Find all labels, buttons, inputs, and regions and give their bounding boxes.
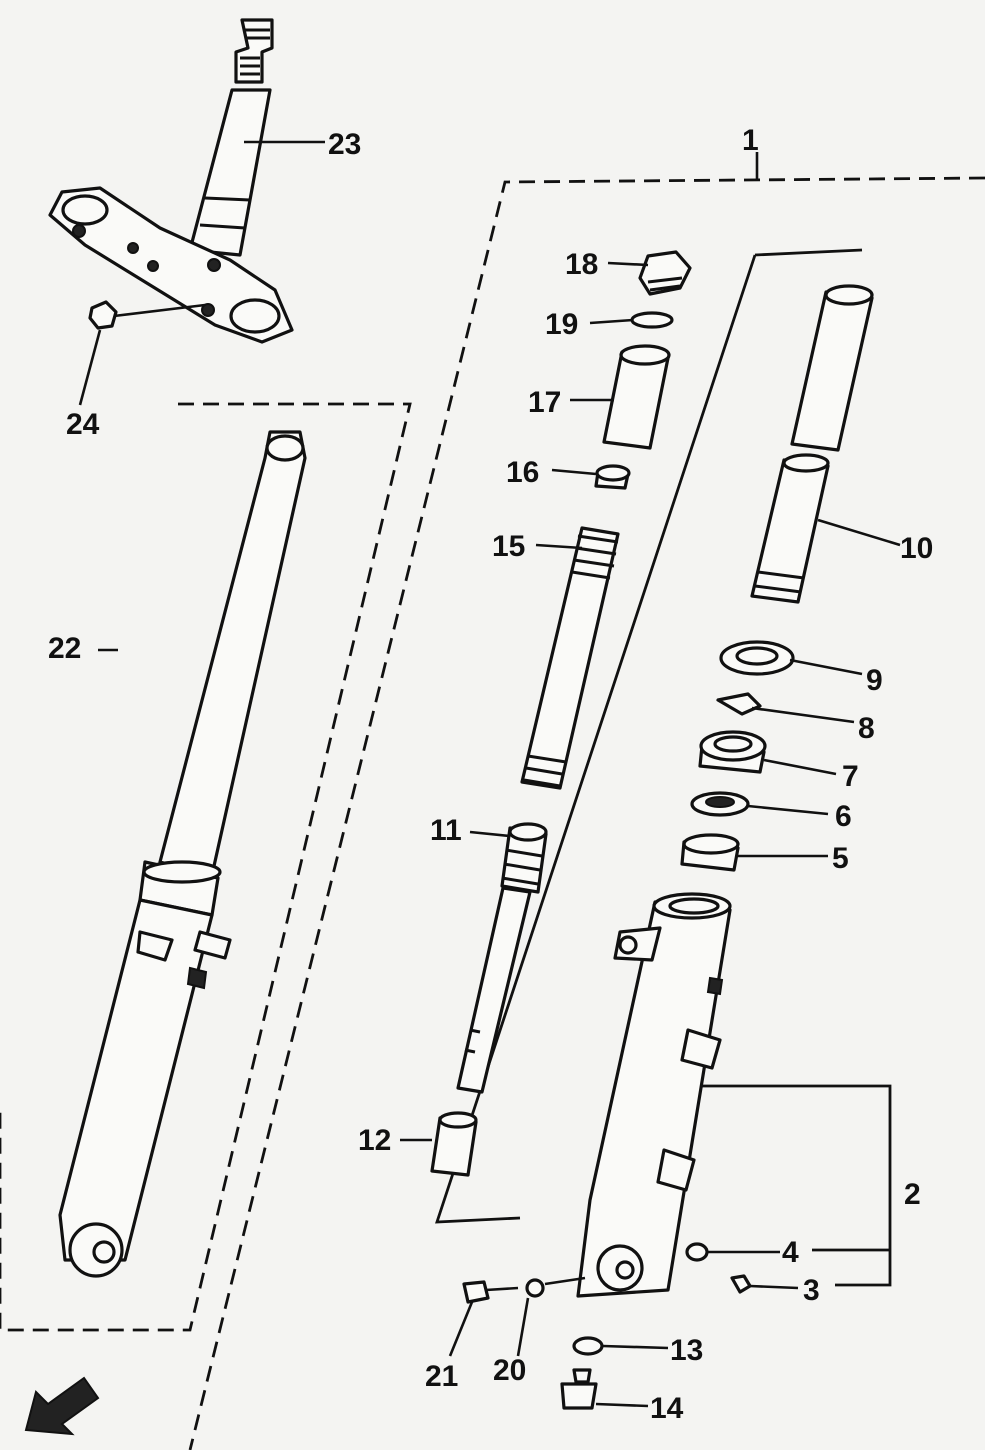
- dust-seal: [719, 640, 795, 676]
- steering-stem: [188, 18, 274, 257]
- callout-24: 24: [66, 408, 100, 441]
- arrow-down-left-icon: [24, 1376, 100, 1436]
- outer-tube: [576, 892, 732, 1298]
- callout-9: 9: [866, 664, 883, 697]
- washer: [690, 791, 750, 817]
- fork-leg-assembly: [58, 430, 307, 1278]
- callout-23: 23: [328, 128, 361, 161]
- damper-bolt: [560, 1368, 598, 1410]
- retaining-clip: [716, 692, 762, 716]
- callout-7: 7: [842, 760, 859, 793]
- axle-bolt-axis: [544, 1276, 586, 1286]
- callout-labels: 1 2 3 4 5 6 7 8 9 10 11 12 13 14 15 16 1…: [48, 124, 933, 1425]
- callout-18: 18: [565, 248, 598, 281]
- callout-14: 14: [650, 1392, 684, 1425]
- callout-13: 13: [670, 1334, 703, 1367]
- damper-bolt-washer: [572, 1336, 604, 1356]
- callout-6: 6: [835, 800, 852, 833]
- oil-seal: [698, 730, 767, 774]
- callout-17: 17: [528, 386, 561, 419]
- damper-rod: [456, 822, 548, 1094]
- drain-screw: [730, 1274, 752, 1294]
- group-2-bracket: [688, 1084, 892, 1287]
- fork-spring: [520, 526, 620, 790]
- o-ring: [630, 311, 674, 329]
- callout-16: 16: [506, 456, 539, 489]
- leader-lines: [78, 140, 901, 1408]
- drain-washer: [685, 1242, 709, 1262]
- spacer: [602, 344, 671, 450]
- callout-20: 20: [493, 1354, 526, 1387]
- assembly-1-boundary: [188, 176, 985, 1450]
- callout-5: 5: [832, 842, 849, 875]
- callout-1: 1: [742, 124, 759, 157]
- callout-19: 19: [545, 308, 578, 341]
- callout-3: 3: [803, 1274, 820, 1307]
- assembly-22-boundary: [0, 402, 412, 1332]
- callout-2: 2: [904, 1178, 921, 1211]
- lower-bracket: [48, 186, 294, 344]
- callout-12: 12: [358, 1124, 391, 1157]
- callout-15: 15: [492, 530, 525, 563]
- pinch-bolt: [88, 300, 206, 330]
- axle-pinch-bolt: [462, 1280, 519, 1304]
- outer-tube-bracket: [435, 248, 863, 1224]
- oil-lock-piece: [430, 1111, 478, 1177]
- bushing: [680, 833, 740, 872]
- callout-21: 21: [425, 1360, 458, 1393]
- callout-4: 4: [782, 1236, 799, 1269]
- inner-tube: [750, 284, 874, 604]
- spring-seat: [594, 464, 631, 490]
- callout-22: 22: [48, 632, 81, 665]
- callout-11: 11: [430, 814, 462, 847]
- callout-10: 10: [900, 532, 933, 565]
- callout-8: 8: [858, 712, 875, 745]
- cap-bolt: [638, 250, 692, 296]
- axle-bolt-washer: [525, 1278, 545, 1298]
